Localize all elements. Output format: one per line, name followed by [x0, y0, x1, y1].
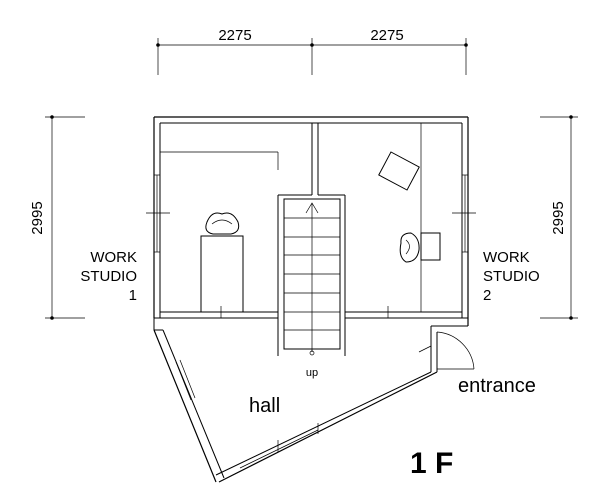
right-dimension: [540, 115, 578, 320]
dimension-top-right: 2275: [370, 27, 403, 44]
interior-walls: [160, 123, 422, 452]
entrance-label: entrance: [458, 375, 536, 397]
stair-up-label: up: [306, 367, 318, 379]
left-dimension: [45, 115, 85, 320]
windows: [146, 174, 476, 469]
hall-label: hall: [249, 395, 280, 417]
studio2-label-line3: 2: [483, 287, 491, 304]
studio1-label-line2: STUDIO: [80, 268, 137, 285]
studio1-label-line1: WORK: [90, 249, 137, 266]
staircase: [283, 198, 341, 356]
studio2-label-line1: WORK: [483, 249, 530, 266]
dimension-right: 2995: [550, 201, 567, 234]
studio1-label-line3: 1: [129, 287, 137, 304]
dimension-left: 2995: [29, 201, 46, 234]
studio2-furniture: [378, 151, 441, 263]
studio2-label-line2: STUDIO: [483, 268, 540, 285]
entrance-door: [418, 331, 475, 372]
top-dimension: [156, 38, 468, 75]
dimension-top-left: 2275: [218, 27, 251, 44]
studio1-furniture: [200, 212, 244, 313]
floor-label: 1 F: [410, 447, 453, 480]
